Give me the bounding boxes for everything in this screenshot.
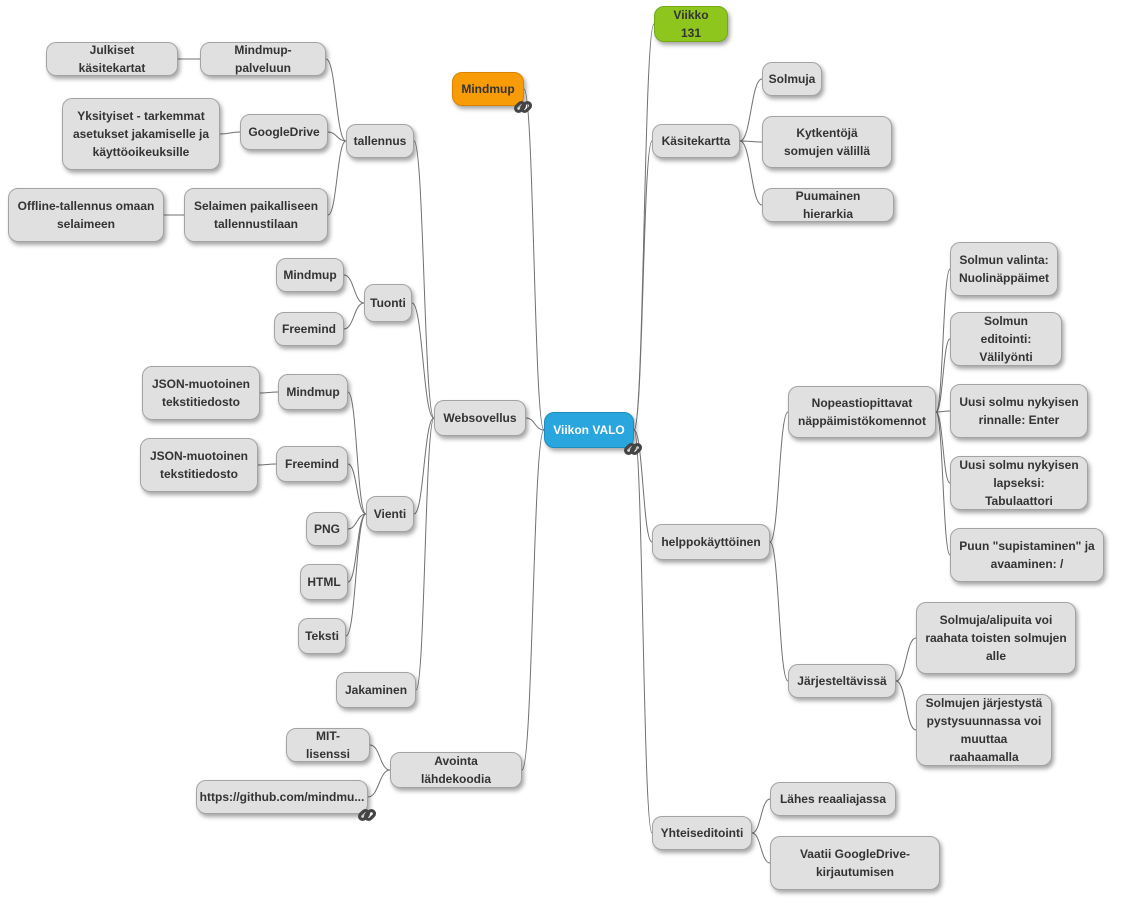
- node-lahes[interactable]: Lähes reaaliajassa: [770, 782, 896, 816]
- node-vienti-mindmup[interactable]: Mindmup: [278, 374, 348, 410]
- edge-vienti-vMindmup: [347, 391, 367, 515]
- node-vaatii[interactable]: Vaatii GoogleDrive-kirjautumisen: [770, 836, 940, 890]
- node-jarjesteltavissa[interactable]: Järjesteltävissä: [788, 664, 896, 698]
- edge-root-websovellus: [525, 417, 545, 431]
- edge-tallennus-gdrive: [327, 131, 347, 142]
- edge-avoin-mit: [369, 744, 391, 771]
- node-supistaminen[interactable]: Puun "supistaminen" ja avaaminen: /: [950, 528, 1104, 582]
- edge-nopeasti-rinnalle: [935, 410, 951, 413]
- edge-gdrive-yksityiset: [219, 131, 241, 135]
- chain-link-icon[interactable]: [356, 804, 378, 826]
- edge-tallennus-mmPalvelu: [325, 58, 347, 142]
- node-tuonti[interactable]: Tuonti: [364, 284, 412, 322]
- edge-websovellus-tallennus: [413, 140, 435, 419]
- chain-link-icon[interactable]: [622, 438, 644, 460]
- edge-websovellus-tuonti: [411, 302, 435, 419]
- node-avointa[interactable]: Avointa lähdekoodia: [390, 752, 522, 788]
- edge-root-mindmupTop: [523, 88, 545, 431]
- chain-link-icon[interactable]: [512, 96, 534, 118]
- edge-tuonti-tMindmup: [343, 274, 365, 304]
- node-offline[interactable]: Offline-tallennus omaan selaimeen: [8, 188, 164, 242]
- edge-helppo-jarjestelt: [769, 541, 789, 682]
- edge-vienti-teksti: [345, 513, 367, 637]
- node-selaimen[interactable]: Selaimen paikalliseen tallennustilaan: [184, 188, 328, 242]
- node-nopeasti[interactable]: Nopeastiopittavat näppäimistökomennot: [788, 386, 936, 438]
- node-puumainen[interactable]: Puumainen hierarkia: [762, 188, 894, 222]
- node-editointi[interactable]: Solmun editointi: Välilyönti: [950, 312, 1062, 366]
- edge-tallennus-selaimen: [327, 140, 347, 216]
- edge-avoin-github: [367, 769, 391, 798]
- edge-websovellus-vienti: [413, 417, 435, 515]
- edge-helppo-nopeasti: [769, 411, 789, 543]
- edge-nopeasti-supistaminen: [935, 411, 951, 556]
- node-tuonti-freemind[interactable]: Freemind: [274, 312, 344, 346]
- edge-jarjestelt-raahata: [895, 637, 917, 682]
- node-rinnalle[interactable]: Uusi solmu nykyisen rinnalle: Enter: [950, 384, 1088, 438]
- node-pystysuunnassa[interactable]: Solmujen järjestystä pystysuunnassa voi …: [916, 694, 1052, 766]
- node-mindmup-palveluun[interactable]: Mindmup-palveluun: [200, 42, 326, 76]
- node-lapseksi[interactable]: Uusi solmu nykyisen lapseksi: Tabulaatto…: [950, 456, 1088, 510]
- edge-jarjestelt-pystysuunnassa: [895, 680, 917, 731]
- node-kytkentoja[interactable]: Kytkentöjä somujen välillä: [762, 116, 892, 168]
- edge-kasitekartta-solmuja: [739, 78, 763, 142]
- node-jakaminen[interactable]: Jakaminen: [336, 672, 416, 708]
- node-json-1[interactable]: JSON-muotoinen tekstitiedosto: [142, 366, 260, 420]
- node-html[interactable]: HTML: [300, 564, 348, 600]
- edge-root-yhteis: [633, 429, 653, 834]
- node-root[interactable]: Viikon VALO: [544, 412, 634, 448]
- edge-root-kasitekartta: [633, 140, 653, 431]
- node-png[interactable]: PNG: [306, 512, 348, 546]
- edge-kasitekartta-kytkentoja: [739, 140, 763, 143]
- edge-root-viikko131: [633, 23, 655, 431]
- node-vienti-freemind[interactable]: Freemind: [276, 446, 348, 482]
- node-json-2[interactable]: JSON-muotoinen tekstitiedosto: [140, 438, 258, 492]
- node-googledrive[interactable]: GoogleDrive: [240, 114, 328, 150]
- edge-vienti-png: [347, 513, 367, 530]
- node-julkiset[interactable]: Julkiset käsitekartat: [46, 42, 178, 76]
- node-teksti[interactable]: Teksti: [298, 618, 346, 654]
- edge-nopeasti-valinta: [935, 268, 951, 413]
- edge-root-avoin: [521, 429, 545, 771]
- node-mit[interactable]: MIT-lisenssi: [286, 728, 370, 762]
- node-valinta[interactable]: Solmun valinta: Nuolinäppäimet: [950, 242, 1058, 296]
- edge-nopeasti-editointi: [935, 338, 951, 413]
- edge-vienti-vFreemind: [347, 463, 367, 515]
- edge-vFreemind-json2: [257, 463, 277, 466]
- node-github[interactable]: https://github.com/mindmu...: [196, 780, 368, 814]
- edge-vienti-html: [347, 513, 367, 583]
- node-yhteiseditointi[interactable]: Yhteiseditointi: [652, 816, 752, 850]
- node-tuonti-mindmup[interactable]: Mindmup: [276, 258, 344, 292]
- edge-nopeasti-lapseksi: [935, 411, 951, 484]
- node-mindmup-top[interactable]: Mindmup: [452, 72, 524, 106]
- edge-vMindmup-json1: [259, 391, 279, 394]
- edge-kasitekartta-puumainen: [739, 140, 763, 206]
- node-helppokayttoinen[interactable]: helppokäyttöinen: [652, 524, 770, 560]
- node-tallennus[interactable]: tallennus: [346, 124, 414, 158]
- node-vienti[interactable]: Vienti: [366, 496, 414, 532]
- node-yksityiset[interactable]: Yksityiset - tarkemmat asetukset jakamis…: [62, 98, 220, 170]
- node-viikko-131[interactable]: Viikko 131: [654, 6, 728, 42]
- node-raahata[interactable]: Solmuja/alipuita voi raahata toisten sol…: [916, 602, 1076, 674]
- node-kasitekartta[interactable]: Käsitekartta: [652, 124, 740, 158]
- node-solmuja[interactable]: Solmuja: [762, 62, 822, 96]
- edge-yhteis-lahes: [751, 798, 771, 834]
- edge-tuonti-tFreemind: [343, 302, 365, 330]
- edge-websovellus-jakaminen: [415, 417, 435, 691]
- node-websovellus[interactable]: Websovellus: [434, 400, 526, 436]
- edge-yhteis-vaatii: [751, 832, 771, 864]
